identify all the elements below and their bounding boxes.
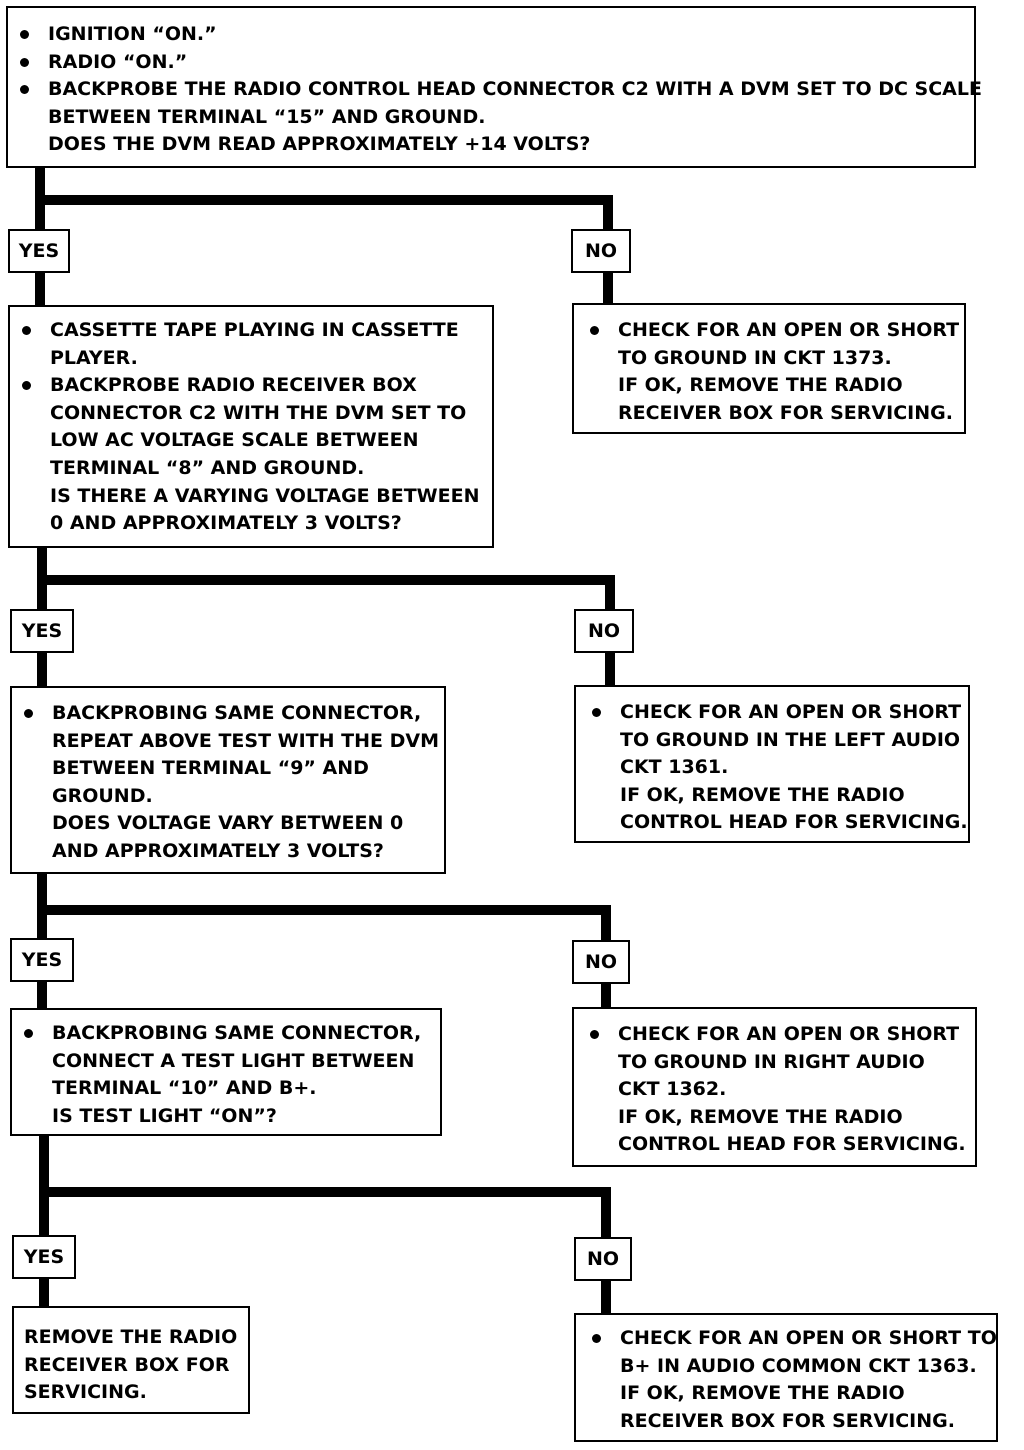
bullet-line: BACKPROBING SAME CONNECTOR, (12, 1020, 440, 1048)
text-line: IF OK, REMOVE THE RADIO (618, 1105, 903, 1128)
yes-label: YES (10, 938, 74, 982)
text-line: IF OK, REMOVE THE RADIO (620, 1382, 905, 1405)
text-line: IS TEST LIGHT “ON”? (52, 1104, 277, 1127)
no-label: NO (572, 940, 630, 984)
text-line: REMOVE THE RADIO (24, 1326, 238, 1348)
no-label: NO (571, 229, 631, 273)
text-line: BETWEEN TERMINAL “9” AND (52, 757, 369, 780)
result-text: REMOVE THE RADIO RECEIVER BOX FOR SERVICIN… (14, 1308, 248, 1407)
yes-label: YES (10, 609, 74, 653)
text-line: TO GROUND IN CKT 1373. (618, 346, 892, 369)
text-line: SERVICING. (24, 1381, 147, 1404)
yes-label: YES (8, 229, 70, 273)
step-terminal-9-check: BACKPROBING SAME CONNECTOR,REPEAT ABOVE … (10, 686, 446, 874)
step-text: BACKPROBING SAME CONNECTOR,CONNECT A TES… (12, 1010, 440, 1130)
text-line: IF OK, REMOVE THE RADIO (618, 374, 903, 397)
text-line: CONNECT A TEST LIGHT BETWEEN (52, 1049, 415, 1072)
step-ignition-radio-check: IGNITION “ON.”RADIO “ON.”BACKPROBE THE R… (6, 6, 982, 168)
bullet-line: RADIO “ON.” (8, 49, 974, 77)
text-line: AND APPROXIMATELY 3 VOLTS? (52, 839, 384, 862)
text-line: IS THERE A VARYING VOLTAGE BETWEEN (50, 484, 480, 507)
text-line: GROUND. (52, 784, 153, 807)
text-line: CONTROL HEAD FOR SERVICING. (618, 1133, 966, 1156)
step-terminal-10-test-light: BACKPROBING SAME CONNECTOR,CONNECT A TES… (10, 1008, 442, 1136)
bullet-line: CASSETTE TAPE PLAYING IN CASSETTE (10, 317, 492, 345)
text-line: TO GROUND IN THE LEFT AUDIO (620, 728, 961, 751)
text-line: IF OK, REMOVE THE RADIO (620, 783, 905, 806)
bullet-line: IGNITION “ON.” (8, 21, 974, 49)
text-line: 0 AND APPROXIMATELY 3 VOLTS? (50, 512, 402, 535)
bullet-line: CHECK FOR AN OPEN OR SHORT (580, 699, 968, 727)
bullet-line: CHECK FOR AN OPEN OR SHORT (578, 1021, 975, 1049)
text-line: TO GROUND IN RIGHT AUDIO (618, 1050, 925, 1073)
bullet-line: BACKPROBE THE RADIO CONTROL HEAD CONNECT… (8, 76, 982, 104)
text-line: DOES THE DVM READ APPROXIMATELY +14 VOLT… (48, 133, 591, 156)
bullet-line: CHECK FOR AN OPEN OR SHORT (578, 317, 964, 345)
bullet-line: BACKPROBE RADIO RECEIVER BOX (10, 372, 492, 400)
text-line: TERMINAL “8” AND GROUND. (50, 456, 365, 479)
text-line: CONNECTOR C2 WITH THE DVM SET TO (50, 401, 467, 424)
text-line: CKT 1361. (620, 756, 729, 779)
text-line: DOES VOLTAGE VARY BETWEEN 0 (52, 812, 404, 835)
text-line: RECEIVER BOX FOR SERVICING. (620, 1409, 955, 1432)
text-line: CONTROL HEAD FOR SERVICING. (620, 811, 968, 834)
text-line: B+ IN AUDIO COMMON CKT 1363. (620, 1354, 977, 1377)
text-line: BETWEEN TERMINAL “15” AND GROUND. (48, 105, 486, 128)
text-line: RECEIVER BOX FOR (24, 1353, 230, 1376)
text-line: LOW AC VOLTAGE SCALE BETWEEN (50, 429, 419, 452)
text-line: PLAYER. (50, 346, 138, 369)
no-label: NO (574, 1237, 632, 1281)
step-text: IGNITION “ON.”RADIO “ON.”BACKPROBE THE R… (8, 8, 982, 159)
text-line: CKT 1362. (618, 1078, 727, 1101)
text-line: REPEAT ABOVE TEST WITH THE DVM (52, 729, 439, 752)
no-label: NO (574, 609, 634, 653)
text-line: RECEIVER BOX FOR SERVICING. (618, 401, 953, 424)
result-remove-receiver-box: REMOVE THE RADIO RECEIVER BOX FOR SERVICIN… (12, 1306, 250, 1414)
yes-label: YES (12, 1235, 76, 1279)
bullet-line: BACKPROBING SAME CONNECTOR, (12, 700, 444, 728)
text-line: TERMINAL “10” AND B+. (52, 1077, 317, 1100)
step-text: BACKPROBING SAME CONNECTOR,REPEAT ABOVE … (12, 688, 444, 866)
bullet-line: CHECK FOR AN OPEN OR SHORT TO (580, 1325, 997, 1353)
